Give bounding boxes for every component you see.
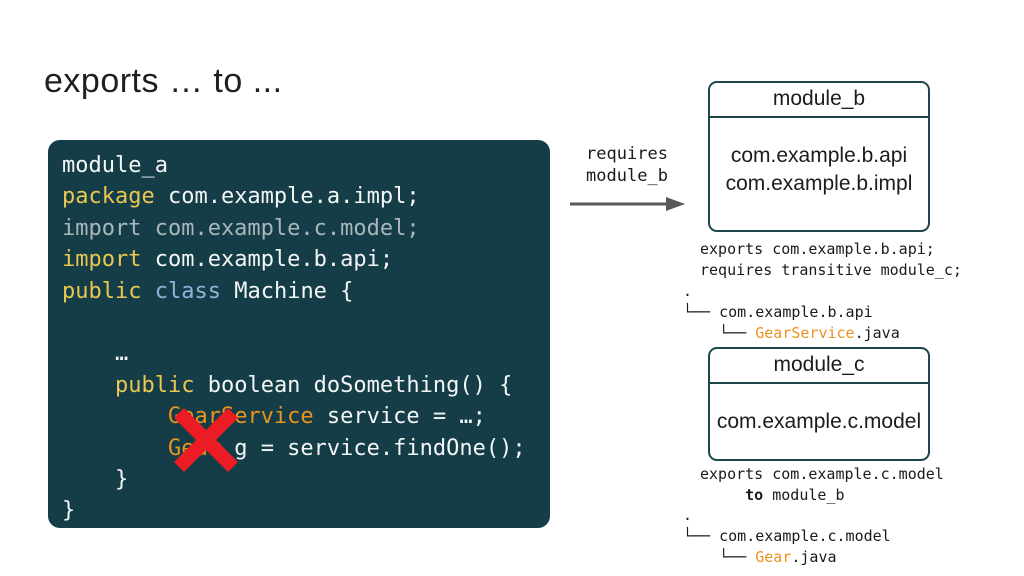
module-b-package-api: com.example.b.api xyxy=(730,144,908,167)
requires-arrow-label-line2: module_b xyxy=(586,166,668,186)
requires-arrow-icon xyxy=(570,197,685,211)
module-b-caption: exports com.example.b.api;requires trans… xyxy=(700,240,962,279)
requires-arrow-label-line1: requires xyxy=(586,144,668,164)
module-b-packages: com.example.b.api com.example.b.impl xyxy=(710,118,928,230)
module-b-title: module_b xyxy=(710,83,928,118)
module-c-file-tree: .└── com.example.c.model └── Gear.java xyxy=(683,506,891,566)
module-b-package-impl: com.example.b.impl xyxy=(725,172,913,195)
module-c-package-model: com.example.c.model xyxy=(716,409,922,433)
module-c-packages: com.example.c.model xyxy=(710,384,928,459)
module-c-box: module_c com.example.c.model xyxy=(708,347,930,461)
module-b-box: module_b com.example.b.api com.example.b… xyxy=(708,81,930,232)
module-c-caption: exports com.example.c.model to module_b xyxy=(700,465,944,504)
module-b-file-tree: .└── com.example.b.api └── GearService.j… xyxy=(683,282,900,342)
error-cross-icon xyxy=(174,408,238,472)
requires-arrow-label: requires module_b xyxy=(560,143,694,187)
page-title: exports … to ... xyxy=(44,62,283,100)
module-c-title: module_c xyxy=(710,349,928,384)
